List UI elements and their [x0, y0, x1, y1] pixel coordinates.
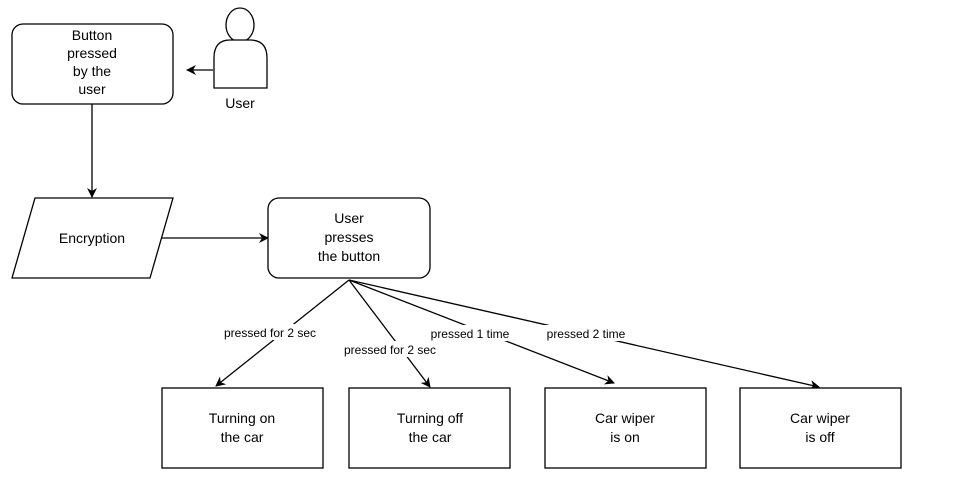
node-encryption-shape	[11, 197, 174, 279]
node-button-pressed-shape	[11, 23, 174, 105]
node-button-pressed-line-1: Button	[72, 27, 112, 43]
node-turning-on-line-1: Turning on	[209, 410, 275, 426]
node-wiper-on-line-1: Car wiper	[595, 410, 655, 426]
node-wiper-off: Car wiper is off	[739, 387, 902, 469]
node-button-pressed-line-2: pressed	[67, 45, 117, 61]
node-encryption: Encryption	[11, 197, 174, 279]
node-wiper-on-line-2: is on	[610, 429, 640, 445]
node-turning-on: Turning on the car	[161, 387, 324, 469]
node-user-actor: User	[213, 7, 268, 111]
node-encryption-label: Encryption	[59, 230, 125, 246]
node-user-presses-line-3: the button	[318, 248, 380, 264]
edge-label-wiper-off: pressed 2 time	[547, 327, 626, 341]
node-turning-on-line-2: the car	[221, 429, 264, 445]
node-user-presses-line-2: presses	[324, 229, 373, 245]
edge-labels: pressed for 2 sec pressed for 2 sec pres…	[210, 324, 636, 357]
node-user-presses-line-1: User	[334, 210, 364, 226]
edge-label-wiper-on: pressed 1 time	[431, 327, 510, 341]
node-turning-off-line-1: Turning off	[397, 410, 463, 426]
node-wiper-off-shape	[739, 387, 902, 469]
node-wiper-on-shape	[544, 387, 707, 469]
node-button-pressed: Button pressed by the user	[11, 23, 174, 105]
node-user-presses: User presses the button	[267, 197, 431, 279]
node-button-pressed-line-4: user	[78, 81, 106, 97]
user-actor-icon	[213, 7, 268, 89]
edge-to-turning-off	[348, 279, 431, 388]
edge-label-turning-on: pressed for 2 sec	[224, 326, 316, 340]
node-wiper-off-line-1: Car wiper	[790, 410, 850, 426]
node-turning-off-shape	[348, 387, 511, 469]
node-turning-off: Turning off the car	[348, 387, 511, 469]
node-user-presses-shape	[267, 197, 431, 279]
node-wiper-on: Car wiper is on	[544, 387, 707, 469]
edge-label-turning-off: pressed for 2 sec	[344, 343, 436, 357]
node-wiper-off-line-2: is off	[805, 429, 834, 445]
node-user-actor-label: User	[225, 95, 255, 111]
node-turning-on-shape	[161, 387, 324, 469]
node-turning-off-line-2: the car	[409, 429, 452, 445]
node-button-pressed-line-3: by the	[73, 63, 111, 79]
